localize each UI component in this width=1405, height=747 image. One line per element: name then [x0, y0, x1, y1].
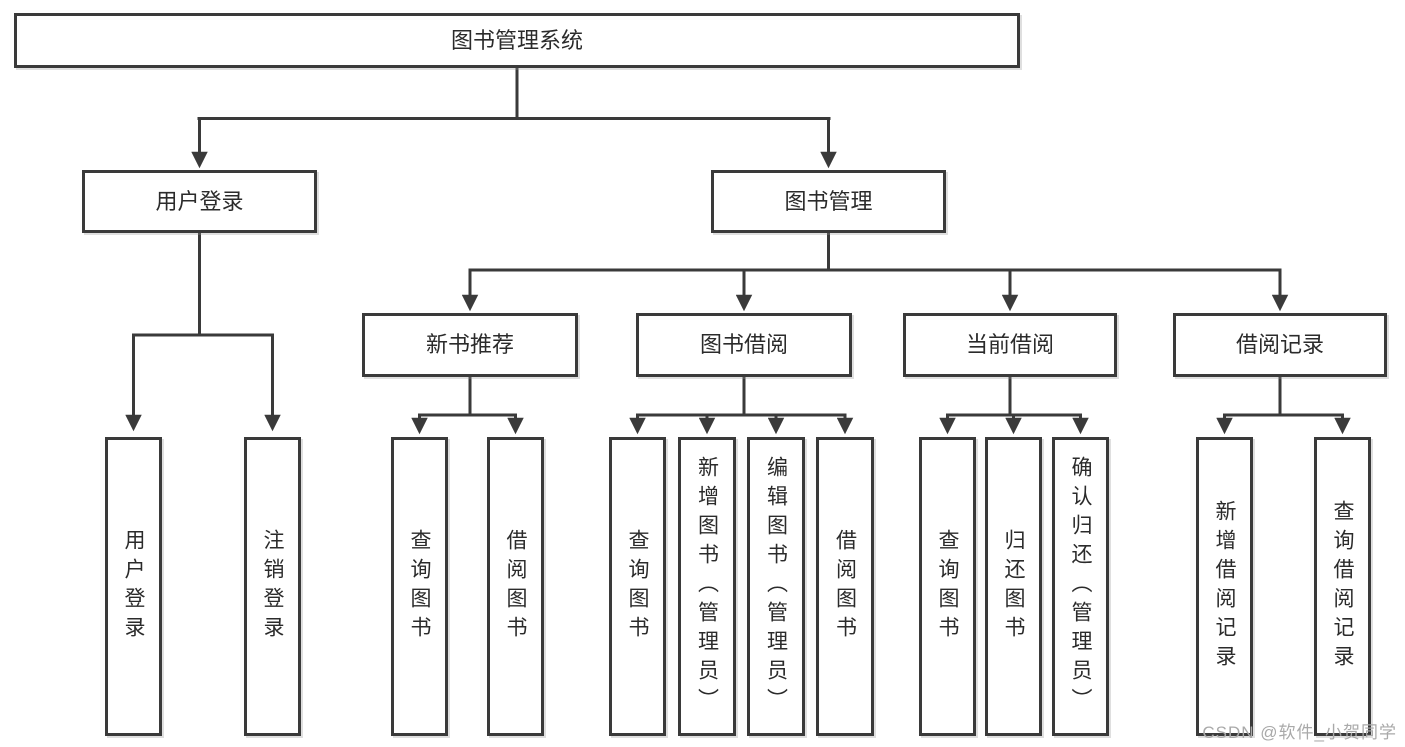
node-borrow-books-borrowing: 借阅图书 — [816, 437, 874, 736]
node-add-borrow-record: 新增借阅记录 — [1196, 437, 1253, 736]
node-book-borrowing: 图书借阅 — [636, 313, 852, 377]
node-query-books-recommend: 查询图书 — [391, 437, 448, 736]
node-return-books: 归还图书 — [985, 437, 1042, 736]
node-logout: 注销登录 — [244, 437, 301, 736]
node-user-login-branch: 用户登录 — [82, 170, 317, 233]
node-new-book-recommend: 新书推荐 — [362, 313, 578, 377]
node-borrowing-records: 借阅记录 — [1173, 313, 1387, 377]
node-query-books-current: 查询图书 — [919, 437, 976, 736]
node-add-book-admin: 新增图书（管理员） — [678, 437, 736, 736]
node-current-borrowing: 当前借阅 — [903, 313, 1117, 377]
node-user-login-leaf: 用户登录 — [105, 437, 162, 736]
node-query-borrow-record: 查询借阅记录 — [1314, 437, 1371, 736]
node-borrow-books-recommend: 借阅图书 — [487, 437, 544, 736]
node-query-books-borrowing: 查询图书 — [609, 437, 666, 736]
node-book-management: 图书管理 — [711, 170, 946, 233]
node-confirm-return-admin: 确认归还（管理员） — [1052, 437, 1109, 736]
csdn-watermark: CSDN @软件_小贺同学 — [1202, 723, 1397, 742]
node-edit-book-admin: 编辑图书（管理员） — [747, 437, 805, 736]
node-library-management-system: 图书管理系统 — [14, 13, 1020, 68]
